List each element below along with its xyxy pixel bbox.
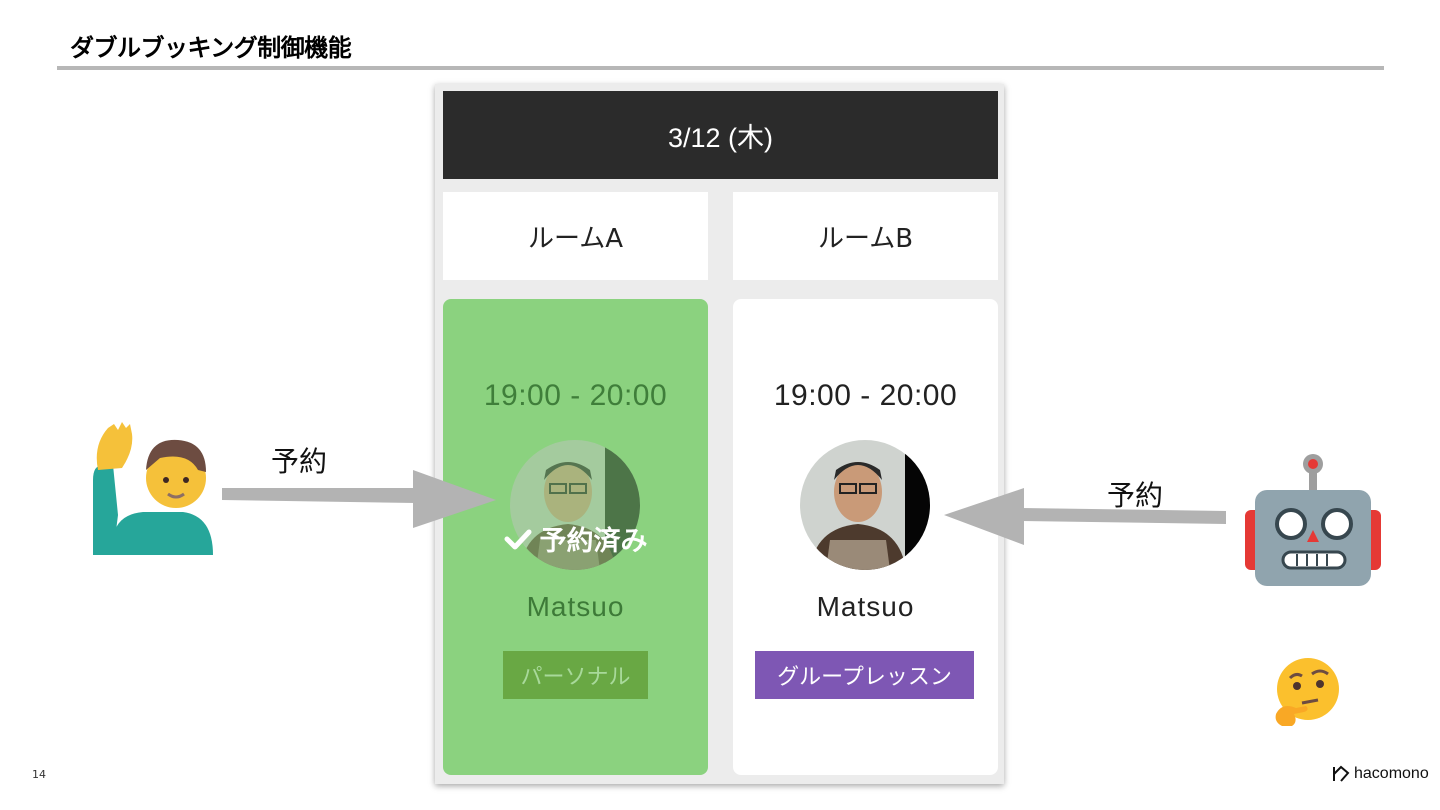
page-number: 14 bbox=[32, 768, 46, 781]
hacomono-logo: hacomono bbox=[1332, 764, 1429, 784]
user-arrow bbox=[222, 470, 496, 528]
instructor-avatar bbox=[510, 440, 640, 570]
check-icon bbox=[504, 529, 531, 549]
lesson-time: 19:00 - 20:00 bbox=[773, 379, 958, 412]
lesson-card-room-b[interactable]: 19:00 - 20:00 Matsuo グループレッスン bbox=[733, 299, 998, 775]
raising-hand-man-emoji bbox=[93, 422, 213, 555]
date-header: 3/12 (木) bbox=[443, 91, 998, 179]
slide-title: ダブルブッキング制御機能 bbox=[70, 34, 352, 62]
lesson-type-tag: グループレッスン bbox=[755, 651, 974, 699]
instructor-name: Matsuo bbox=[816, 591, 915, 622]
booked-indicator: 予約済み bbox=[443, 519, 708, 558]
app-screen: 3/12 (木) ルームA ルームB 19:00 - 20:00 予約済み Ma… bbox=[435, 84, 1004, 784]
hacomono-logo-icon bbox=[1333, 765, 1350, 782]
logo-text: hacomono bbox=[1354, 765, 1429, 782]
instructor-name: Matsuo bbox=[526, 591, 625, 622]
booked-label: 予約済み bbox=[539, 526, 648, 557]
lesson-time: 19:00 - 20:00 bbox=[483, 379, 668, 412]
room-header-a[interactable]: ルームA bbox=[443, 192, 708, 280]
title-divider bbox=[57, 66, 1384, 70]
user-booking-label: 予約 bbox=[271, 445, 328, 478]
lesson-type-tag: パーソナル bbox=[503, 651, 648, 699]
instructor-avatar bbox=[800, 440, 930, 570]
lesson-card-room-a[interactable]: 19:00 - 20:00 予約済み Matsuo パーソナル bbox=[443, 299, 708, 775]
robot-arrow bbox=[944, 488, 1226, 545]
robot-emoji bbox=[1245, 454, 1381, 586]
thinking-face-emoji bbox=[1275, 658, 1339, 726]
room-header-b[interactable]: ルームB bbox=[733, 192, 998, 280]
robot-booking-label: 予約 bbox=[1107, 479, 1164, 512]
